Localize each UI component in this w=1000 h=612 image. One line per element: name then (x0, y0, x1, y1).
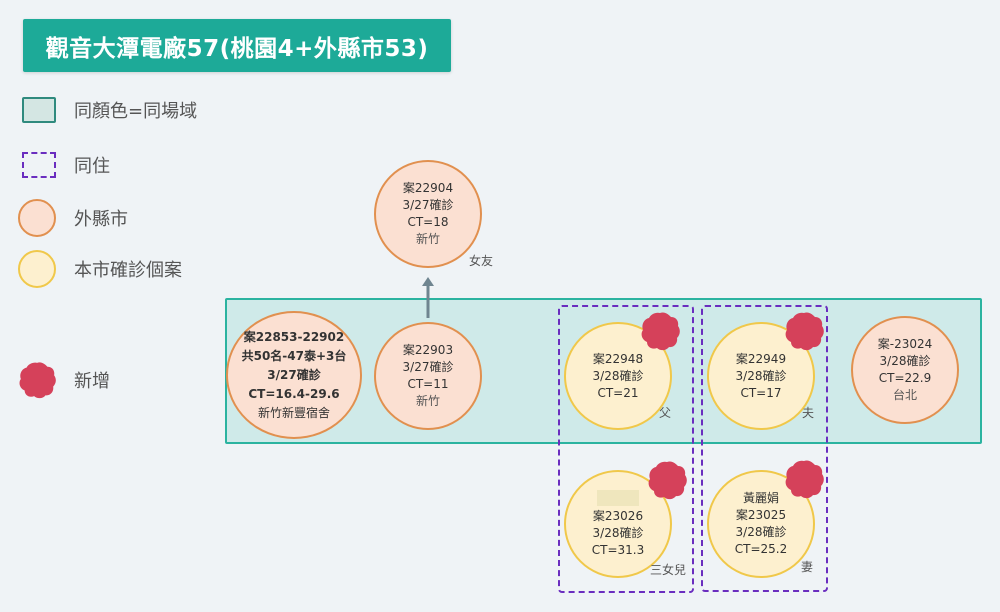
case-date: 3/27確診 (402, 198, 454, 212)
relation-label: 女友 (469, 254, 494, 268)
case-id: 案23026 (592, 508, 644, 523)
case-id: 案22948 (592, 351, 644, 366)
case-location: 台北 (892, 388, 917, 402)
case-ct: CT=18 (407, 215, 449, 229)
new-marker-icon (785, 312, 824, 351)
relation-label: 夫 (802, 406, 815, 420)
legend-cohabit: 同住 (18, 152, 110, 178)
new-marker-icon (648, 461, 687, 500)
new-marker-icon (641, 312, 680, 351)
relation-arrow (422, 277, 434, 318)
cohabit-group-2 (701, 305, 828, 592)
cohabit-group-1 (558, 305, 694, 593)
legend-label: 本市確診個案 (74, 260, 182, 281)
case-count: 共50名-47泰+3台 (241, 348, 347, 363)
case-node-23025[interactable]: 黃麗娟 案23025 3/28確診 CT=25.2 (707, 470, 815, 578)
legend-new: 新增 (18, 361, 110, 399)
legend-other-county: 外縣市 (18, 199, 128, 237)
diagram-title: 觀音大潭電廠57(桃園4+外縣市53) (23, 19, 451, 72)
case-date: 3/28確診 (592, 525, 644, 540)
legend-local-case: 本市確診個案 (18, 250, 182, 288)
case-date: 3/27確診 (267, 367, 321, 382)
new-marker-icon (19, 362, 56, 399)
legend-label: 同顏色=同場域 (74, 101, 198, 122)
case-node-22903[interactable]: 案22903 3/27確診 CT=11 新竹 (374, 322, 482, 430)
case-id: 案22904 (402, 181, 454, 195)
case-date: 3/28確診 (735, 525, 787, 539)
case-id: 案23025 (735, 508, 787, 522)
relation-label: 父 (659, 406, 672, 420)
case-id: 案22903 (402, 343, 454, 357)
legend-label: 外縣市 (74, 209, 128, 230)
case-ct: CT=31.3 (591, 542, 645, 557)
case-location: 新竹 (415, 232, 440, 246)
same-venue-swatch (22, 97, 56, 123)
case-name: 黃麗娟 (742, 491, 779, 505)
case-node-23024[interactable]: 案-23024 3/28確診 CT=22.9 台北 (851, 316, 959, 424)
legend-label: 同住 (74, 156, 110, 177)
cohabit-swatch (22, 152, 56, 178)
case-node-dorm[interactable]: 案22853-22902 共50名-47泰+3台 3/27確診 CT=16.4-… (226, 311, 362, 439)
redacted-name (597, 489, 639, 506)
case-ct: CT=11 (407, 377, 449, 391)
relation-label: 三女兒 (650, 563, 687, 577)
case-id: 案22853-22902 (243, 329, 345, 344)
case-id: 案-23024 (877, 337, 933, 351)
new-marker-icon (785, 460, 824, 499)
local-case-swatch (18, 250, 56, 288)
case-node-22904[interactable]: 案22904 3/27確診 CT=18 新竹 (374, 160, 482, 268)
case-ct: CT=17 (740, 385, 782, 400)
case-date: 3/28確診 (592, 368, 644, 383)
case-date: 3/27確診 (402, 360, 454, 374)
case-ct: CT=22.9 (878, 371, 932, 385)
case-location: 新竹新豐宿舍 (257, 405, 330, 420)
other-county-swatch (18, 199, 56, 237)
legend-label: 新增 (74, 371, 110, 392)
case-date: 3/28確診 (735, 368, 787, 383)
case-ct: CT=25.2 (734, 542, 788, 556)
case-date: 3/28確診 (879, 354, 931, 368)
relation-label: 妻 (801, 560, 814, 574)
case-location: 新竹 (415, 394, 440, 408)
case-id: 案22949 (735, 351, 787, 366)
case-ct: CT=21 (597, 385, 639, 400)
legend-same-venue: 同顏色=同場域 (18, 97, 197, 123)
case-ct: CT=16.4-29.6 (248, 386, 340, 401)
